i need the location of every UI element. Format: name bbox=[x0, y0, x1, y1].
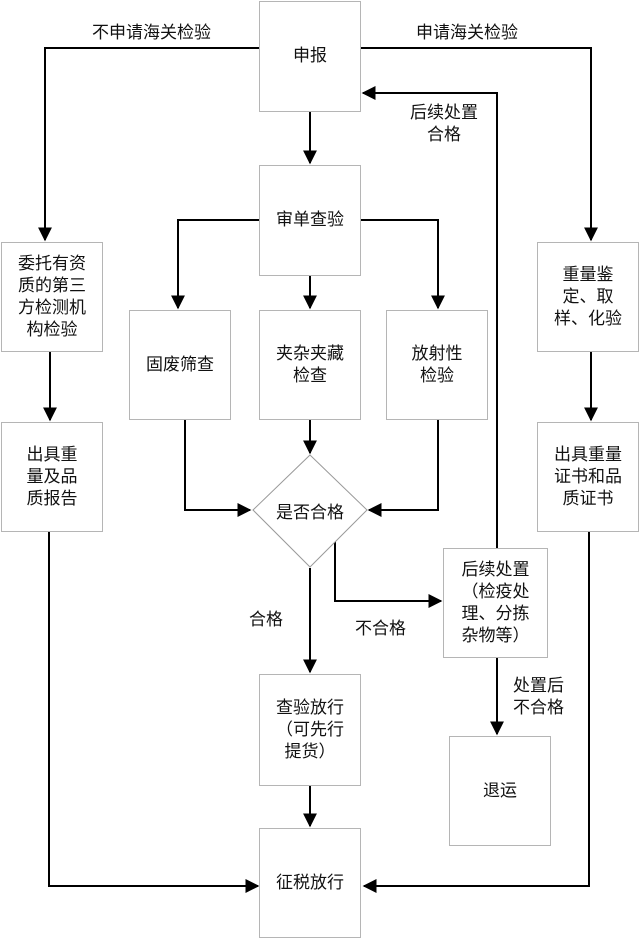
decision-label: 是否合格 bbox=[276, 502, 344, 523]
node-certificate: 出具重量 证书和品 质证书 bbox=[537, 422, 639, 532]
label-after-fail: 处置后 不合格 bbox=[513, 676, 564, 719]
node-declare: 申报 bbox=[259, 1, 361, 112]
label-apply: 申请海关检验 bbox=[416, 23, 518, 43]
node-tax-release: 征税放行 bbox=[259, 828, 361, 938]
arrow-review-solidwaste bbox=[171, 219, 259, 310]
label-no-apply: 不申请海关检验 bbox=[92, 23, 211, 43]
label-fail: 不合格 bbox=[355, 619, 406, 639]
arrow-radioactive-decision bbox=[367, 420, 439, 517]
node-followup: 后续处置 （检疫处 理、分拣 杂物等） bbox=[443, 548, 548, 658]
arrow-declare-thirdparty bbox=[38, 47, 259, 242]
arrow-review-radioactive bbox=[361, 219, 445, 310]
arrow-certificate-tax bbox=[362, 532, 590, 893]
arrow-solidwaste-decision bbox=[184, 420, 252, 517]
arrow-declare-weigh bbox=[361, 47, 598, 242]
node-inspect-release: 查验放行 （可先行 提货） bbox=[259, 674, 361, 786]
node-return: 退运 bbox=[449, 736, 551, 846]
decision-diamond bbox=[252, 454, 368, 568]
arrow-decision-followup bbox=[334, 540, 443, 608]
node-contraband: 夹杂夹藏 检查 bbox=[259, 310, 361, 420]
label-followup-pass: 后续处置 合格 bbox=[410, 103, 478, 146]
node-radioactive: 放射性 检验 bbox=[386, 310, 488, 420]
node-weigh: 重量鉴 定、取 样、化验 bbox=[537, 242, 639, 352]
node-third-party: 委托有资 质的第三 方检测机 构检验 bbox=[1, 242, 103, 352]
arrow-report-tax bbox=[48, 532, 260, 893]
node-solid-waste: 固废筛查 bbox=[129, 310, 231, 420]
arrow-followup-declare bbox=[361, 86, 498, 548]
node-report: 出具重 量及品 质报告 bbox=[1, 422, 103, 532]
label-pass: 合格 bbox=[249, 610, 283, 630]
node-review: 审单查验 bbox=[259, 165, 361, 276]
